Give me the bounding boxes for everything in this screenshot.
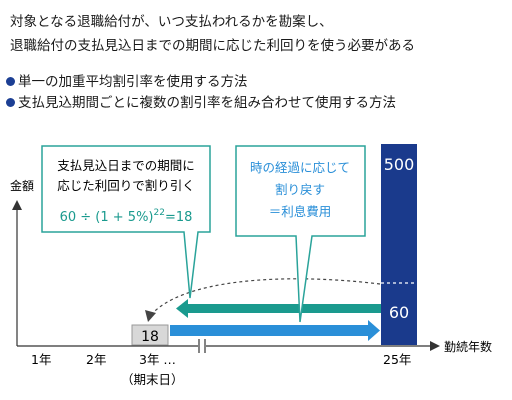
tick-sublabel: （期末日） <box>121 372 184 387</box>
tick-label-25: 25年 <box>383 352 411 367</box>
interest-arrow-head-icon <box>368 320 380 341</box>
x-axis-arrow-icon <box>430 341 440 351</box>
interest-arrow-body <box>170 325 368 336</box>
discount-curve <box>149 278 381 317</box>
callout-interest-line-3: ＝利息費用 <box>269 204 332 219</box>
tick-label-3: 3年 … <box>139 352 176 367</box>
future-value-total: 500 <box>384 155 415 174</box>
x-axis-label: 勤続年数 <box>444 339 492 354</box>
future-value-bar <box>381 144 417 345</box>
y-axis-arrow-icon <box>12 200 22 210</box>
method-list: 単一の加重平均割引率を使用する方法 支払見込期間ごとに複数の割引率を組み合わせて… <box>6 72 396 114</box>
method-label: 支払見込期間ごとに複数の割引率を組み合わせて使用する方法 <box>18 95 396 111</box>
tick-label-2: 2年 <box>86 352 106 367</box>
callout-discount-line-1: 支払見込日までの期間に <box>57 158 195 173</box>
y-axis-label: 金額 <box>10 178 34 193</box>
discount-arrow-body <box>188 304 381 313</box>
tick-label-1: 1年 <box>31 352 51 367</box>
present-value-box <box>131 324 169 346</box>
discount-curve-arrow-icon <box>145 310 156 322</box>
intro-line-2: 退職給付の支払見込日までの期間に応じた利回りを使う必要がある <box>10 38 415 54</box>
bullet-dot-icon <box>6 77 15 86</box>
callout-interest-line-1: 時の経過に応じて <box>250 160 350 175</box>
callout-interest-line-2: 割り戻す <box>275 182 325 197</box>
future-value-portion: 60 <box>389 303 409 322</box>
bullet-dot-icon <box>6 98 15 107</box>
intro-text: 対象となる退職給付が、いつ支払われるかを勘案し、 退職給付の支払見込日までの期間… <box>10 10 504 58</box>
callout-discount <box>41 145 211 299</box>
method-item-multiple: 支払見込期間ごとに複数の割引率を組み合わせて使用する方法 <box>6 93 396 114</box>
discount-arrow-head-icon <box>176 299 188 318</box>
intro-line-1: 対象となる退職給付が、いつ支払われるかを勘案し、 <box>10 14 333 30</box>
method-item-single: 単一の加重平均割引率を使用する方法 <box>6 72 396 93</box>
callout-interest <box>235 145 366 323</box>
callout-discount-line-2: 応じた利回りで割り引く <box>57 178 195 193</box>
discount-formula: 60 ÷ (1 + 5%)22=18 <box>60 208 193 225</box>
method-label: 単一の加重平均割引率を使用する方法 <box>18 74 248 90</box>
present-value-label: 18 <box>141 329 159 345</box>
